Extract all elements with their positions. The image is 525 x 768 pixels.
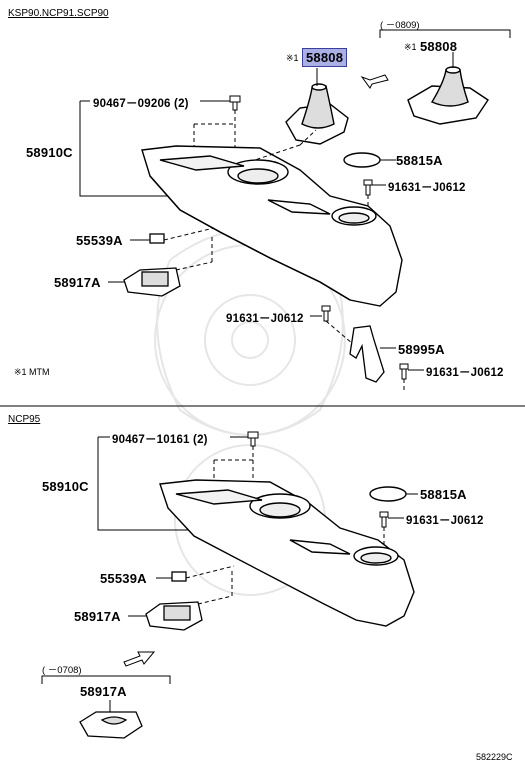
bolt-90467-bottom <box>247 431 259 447</box>
alt-part-mark: ※1 <box>404 42 417 52</box>
plug-55539A <box>149 233 165 244</box>
screw-91631-b <box>321 305 331 322</box>
console-58910C-top <box>141 145 403 307</box>
part-plug-top[interactable]: 55539A <box>76 233 123 248</box>
figure-code: 582229C <box>476 752 513 762</box>
shift-boot-58808 <box>285 83 349 145</box>
screw-91631-c <box>399 363 409 380</box>
direction-arrow <box>360 74 389 89</box>
part-console-bottom[interactable]: 58910C <box>42 479 89 494</box>
section-label-top: KSP90.NCP91.SCP90 <box>8 8 109 19</box>
part-mat-bottom[interactable]: 58917A <box>74 609 121 624</box>
part-mat-top[interactable]: 58917A <box>54 275 101 290</box>
part-cap-top[interactable]: 58815A <box>396 153 443 168</box>
part-screw-b-top[interactable]: 91631－J0612 <box>226 313 304 325</box>
part-58808-alt[interactable]: 58808 <box>420 39 458 54</box>
screw-91631-a <box>363 179 373 196</box>
console-58910C-bottom <box>159 479 415 627</box>
part-screw-bottom[interactable]: 91631－J0612 <box>406 515 484 527</box>
alt-date-top: ( －0809) <box>380 20 420 31</box>
part-bolt-top[interactable]: 90467－09206 (2) <box>93 98 189 110</box>
part-58808-mark: ※1 <box>286 53 299 63</box>
part-mat-alt-bottom[interactable]: 58917A <box>80 684 127 699</box>
part-screw-c-top[interactable]: 91631－J0612 <box>426 367 504 379</box>
mat-58917A <box>123 267 181 297</box>
mat-58917A-bottom <box>145 601 203 631</box>
part-screw-a-top[interactable]: 91631－J0612 <box>388 182 466 194</box>
cap-58815A <box>343 152 381 168</box>
part-58808-highlighted[interactable]: 58808 <box>302 48 348 67</box>
alt-mat-bracket <box>41 675 171 684</box>
part-bolt-bottom[interactable]: 90467－10161 (2) <box>112 434 208 446</box>
cap-58815A-bottom <box>369 486 407 502</box>
plug-55539A-bottom <box>171 571 187 582</box>
section-label-bottom: NCP95 <box>8 414 41 425</box>
screw-91631-bottom <box>379 511 389 528</box>
bracket-58995A <box>349 325 385 383</box>
part-plug-bottom[interactable]: 55539A <box>100 571 147 586</box>
note-mtm: ※1 MTM <box>14 367 50 377</box>
shift-boot-alt <box>407 66 489 125</box>
part-console-top[interactable]: 58910C <box>26 145 73 160</box>
direction-arrow-bottom <box>123 651 156 667</box>
bolt-90467-top <box>229 95 241 111</box>
part-bracket-top[interactable]: 58995A <box>398 342 445 357</box>
alt-part-bracket <box>379 29 511 38</box>
mat-58917A-alt <box>79 711 143 739</box>
alt-date-bottom: ( －0708) <box>42 665 82 676</box>
part-cap-bottom[interactable]: 58815A <box>420 487 467 502</box>
